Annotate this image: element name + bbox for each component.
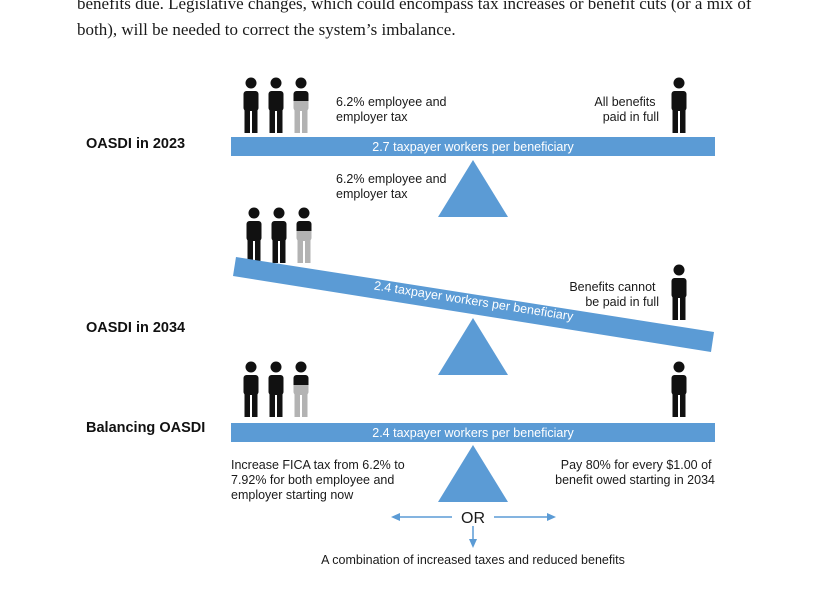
person-icon	[296, 207, 312, 263]
seesaw-bar	[231, 423, 715, 442]
intro-paragraph: benefits due. Legislative changes, which…	[77, 0, 797, 43]
benefits-label: Benefits cannot be paid in full	[569, 280, 659, 309]
fulcrum-triangle	[438, 445, 508, 502]
worker-figures-balancing	[243, 361, 309, 417]
left-option-label: Increase FICA tax from 6.2% to 7.92% for…	[231, 458, 408, 502]
right-option-label: Pay 80% for every $1.00 of benefit owed …	[555, 458, 715, 487]
section-heading: OASDI in 2023	[86, 136, 185, 152]
section-heading: OASDI in 2034	[86, 320, 185, 336]
bar-label: 2.4 taxpayer workers per beneficiary	[372, 426, 574, 440]
down-arrow-head-icon	[469, 539, 477, 548]
paragraph-line-2: both), will be needed to correct the sys…	[77, 20, 456, 39]
right-arrow-head-icon	[547, 513, 556, 521]
person-icon	[246, 207, 262, 263]
person-icon	[268, 77, 284, 133]
fulcrum-label: 6.2% employee and employer tax	[336, 172, 450, 201]
benefits-label: All benefits paid in full	[594, 95, 659, 124]
person-icon	[293, 361, 309, 417]
fulcrum-triangle	[438, 318, 508, 375]
person-icon	[293, 77, 309, 133]
tax-label: 6.2% employee and employer tax	[336, 95, 450, 124]
seesaw-bar	[231, 137, 715, 156]
worker-figures-2023	[243, 77, 309, 133]
person-icon	[671, 264, 687, 320]
section-balancing: Balancing OASDI 2.4 taxpayer workers per…	[86, 361, 715, 567]
section-2034: 2.4 taxpayer workers per beneficiary Ben…	[86, 207, 714, 375]
worker-figures-2034	[246, 207, 312, 263]
bar-label: 2.7 taxpayer workers per beneficiary	[372, 140, 574, 154]
person-icon	[243, 77, 259, 133]
section-2023: 6.2% employee and employer tax All benef…	[86, 77, 715, 217]
left-arrow-head-icon	[391, 513, 400, 521]
section-heading: Balancing OASDI	[86, 420, 205, 436]
fulcrum-triangle	[438, 160, 508, 217]
or-arrows	[391, 513, 556, 548]
paragraph-line-1: benefits due. Legislative changes, which…	[77, 0, 752, 13]
seesaw-bar-tilted	[233, 257, 714, 352]
person-icon	[671, 77, 687, 133]
combination-label: A combination of increased taxes and red…	[321, 553, 625, 567]
person-icon	[271, 207, 287, 263]
person-icon	[671, 361, 687, 417]
person-icon	[243, 361, 259, 417]
or-label: OR	[461, 510, 485, 527]
person-icon	[268, 361, 284, 417]
